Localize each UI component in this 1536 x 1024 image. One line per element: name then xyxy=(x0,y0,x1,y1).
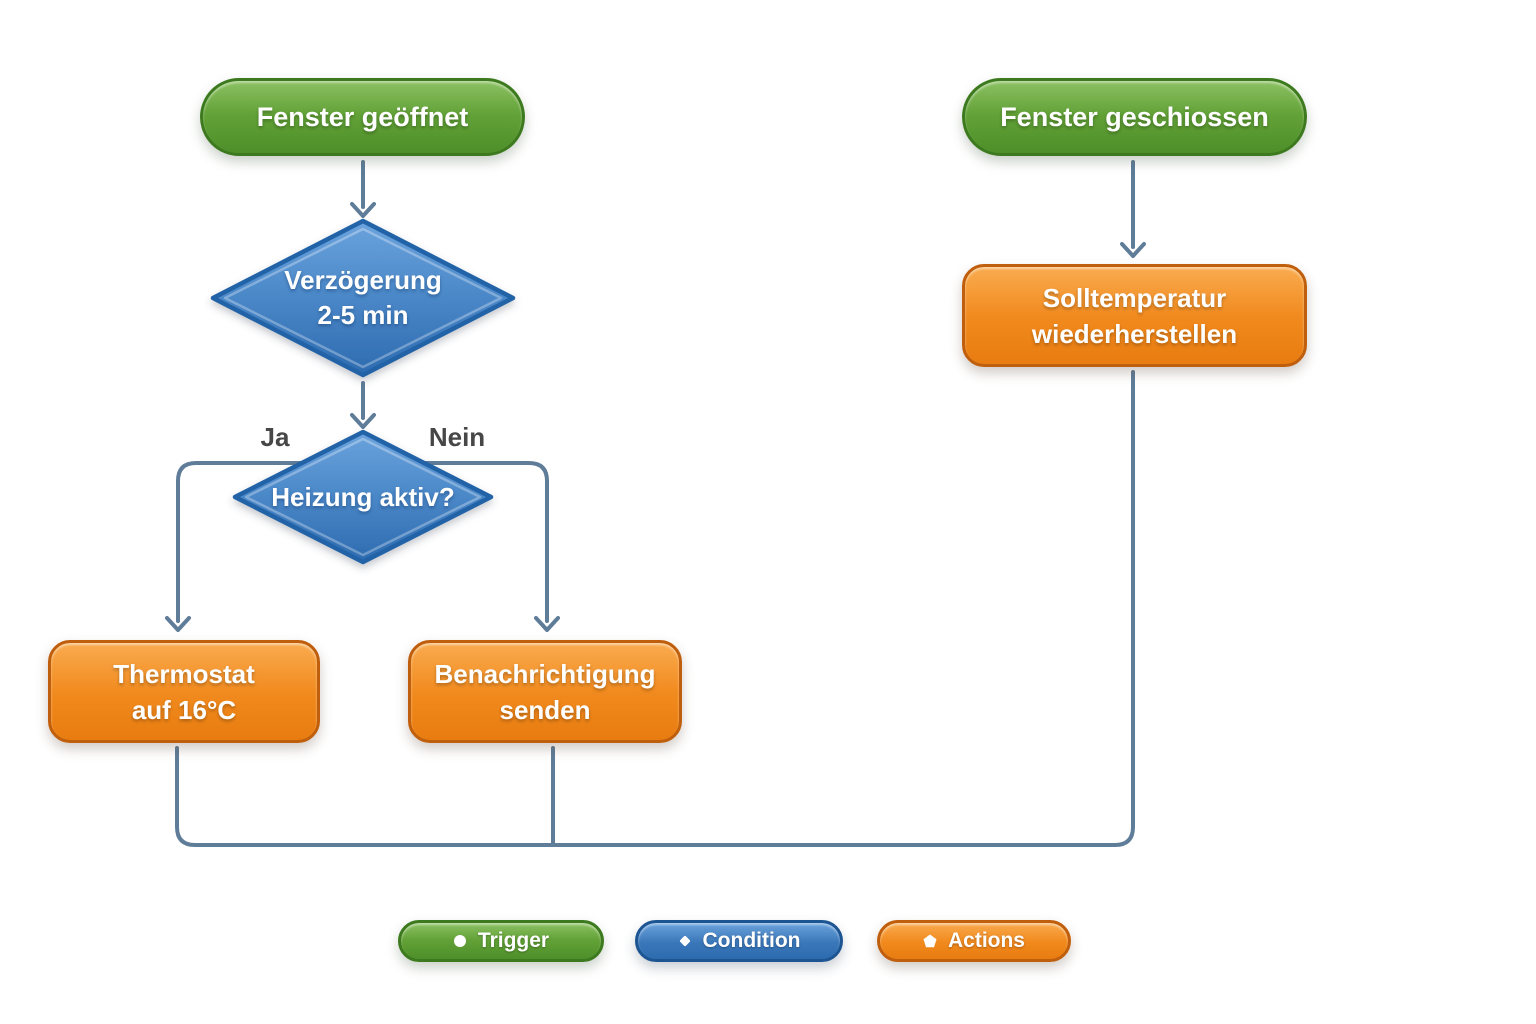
node-condition-delay-label: Verzögerung 2-5 min xyxy=(243,260,483,336)
node-label-line2: auf 16°C xyxy=(131,694,237,725)
node-label-line1: Verzögerung xyxy=(284,265,442,295)
node-condition-delay-shape xyxy=(210,218,516,378)
node-trigger-fenster-geschlossen: Fenster geschiossen xyxy=(962,78,1307,156)
node-label: Heizung aktiv? xyxy=(271,481,455,512)
diamond-bullet-icon xyxy=(678,934,692,948)
branch-label-ja: Ja xyxy=(260,422,290,452)
legend-label: Trigger xyxy=(477,929,550,952)
legend-item-condition: Condition xyxy=(635,920,843,962)
pentagon-bullet-icon xyxy=(923,934,937,948)
node-label-line1: Solltemperatur xyxy=(1042,282,1227,313)
edge-open-to-delay-arrowhead xyxy=(350,202,376,218)
node-label: Fenster geöffnet xyxy=(256,102,469,132)
node-condition-heating-shape xyxy=(232,429,494,565)
node-action-solltemperatur: Solltemperatur wiederherstellen xyxy=(962,264,1307,367)
node-label: Fenster geschiossen xyxy=(1000,102,1269,132)
edge-ja-branch xyxy=(176,461,322,623)
branch-label-nein: Nein xyxy=(428,422,486,452)
legend-item-actions: Actions xyxy=(877,920,1071,962)
legend-item-trigger: Trigger xyxy=(398,920,604,962)
node-trigger-fenster-geoeffnet: Fenster geöffnet xyxy=(200,78,525,156)
node-label-line2: wiederherstellen xyxy=(1031,318,1238,349)
legend-label: Condition xyxy=(702,929,801,952)
edge-nein-branch xyxy=(404,461,549,623)
node-label-line1: Thermostat xyxy=(113,658,255,689)
edge-delay-to-heating-arrowhead xyxy=(350,413,376,429)
edge-nein-arrowhead xyxy=(534,616,560,632)
circle-bullet-icon xyxy=(453,934,467,948)
legend-label: Actions xyxy=(947,929,1025,952)
edge-ja-arrowhead xyxy=(165,616,191,632)
node-action-benachrichtigung: Benachrichtigung senden xyxy=(408,640,682,743)
node-action-thermostat: Thermostat auf 16°C xyxy=(48,640,320,743)
node-condition-heating-label: Heizung aktiv? xyxy=(243,478,483,516)
edge-bottom-join xyxy=(175,370,1135,847)
node-label-line2: 2-5 min xyxy=(317,300,409,330)
node-label-line2: senden xyxy=(499,694,591,725)
node-label-line1: Benachrichtigung xyxy=(434,658,656,689)
edge-closed-to-restore-arrowhead xyxy=(1120,242,1146,258)
